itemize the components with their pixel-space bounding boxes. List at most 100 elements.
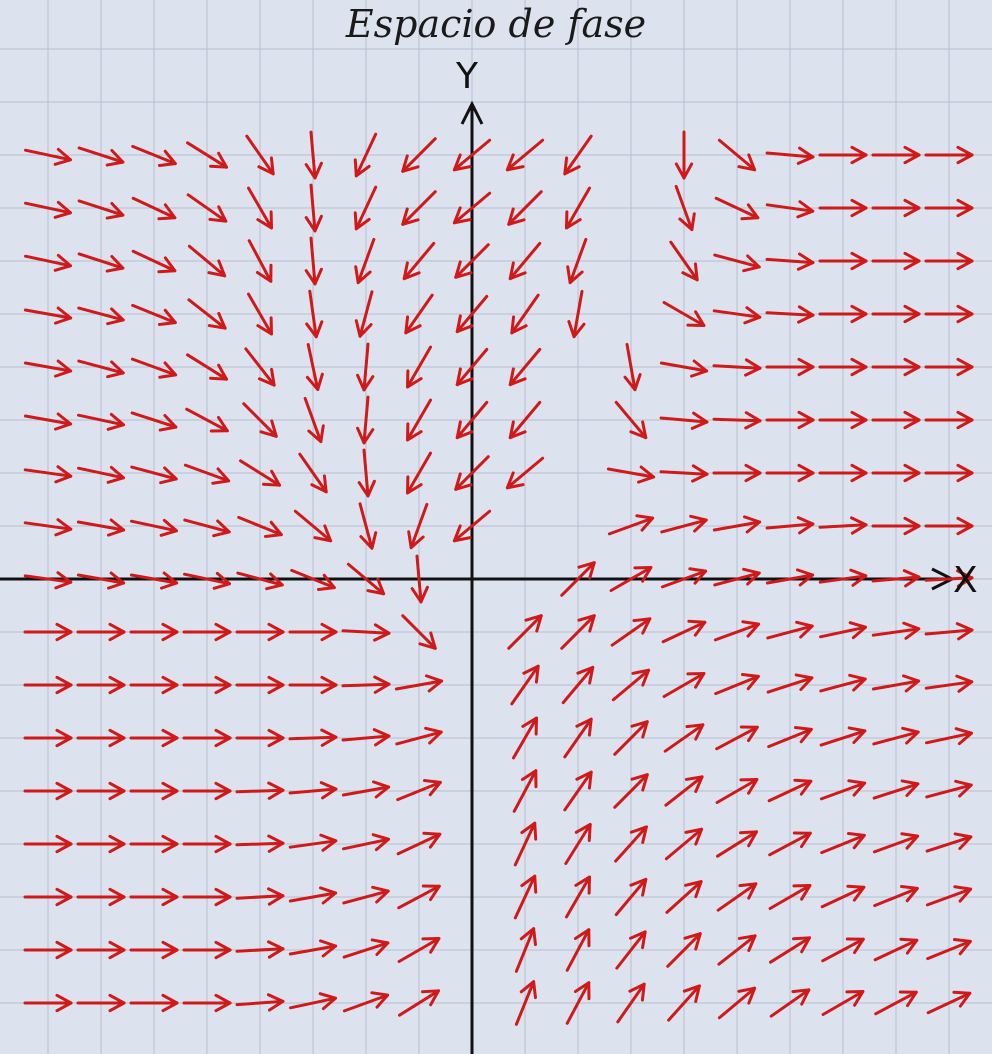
- field-arrow-head: [678, 212, 696, 232]
- field-arrow: [818, 463, 868, 483]
- field-arrow-head: [108, 622, 126, 642]
- field-arrow-head: [792, 884, 812, 901]
- field-arrow: [924, 410, 974, 430]
- field-arrow: [871, 674, 921, 693]
- field-arrow: [342, 938, 390, 959]
- field-arrow: [23, 940, 73, 960]
- field-arrow-shaft: [24, 254, 72, 268]
- field-arrow-head: [737, 986, 757, 1005]
- field-arrow-head: [452, 524, 472, 543]
- field-arrow-head: [257, 367, 276, 387]
- field-arrow-shaft: [563, 770, 593, 812]
- field-arrow: [77, 412, 125, 431]
- field-arrow-head: [207, 311, 227, 330]
- field-arrow: [715, 830, 759, 858]
- field-arrow: [185, 353, 229, 381]
- field-arrow-head: [370, 991, 390, 1009]
- field-arrow: [662, 301, 706, 327]
- field-arrow-head: [214, 834, 232, 854]
- field-arrow: [820, 832, 866, 855]
- field-arrow: [667, 984, 701, 1022]
- field-arrow: [242, 402, 278, 438]
- field-arrow-shaft: [309, 130, 317, 180]
- field-arrow-head: [796, 200, 815, 219]
- field-arrow: [610, 617, 652, 647]
- field-arrow: [674, 184, 696, 232]
- field-arrow: [396, 779, 442, 802]
- field-arrow-head: [793, 778, 813, 796]
- field-arrow-shaft: [614, 877, 648, 917]
- field-arrow: [661, 619, 707, 644]
- field-arrow-head: [635, 514, 655, 532]
- field-arrow-shaft: [289, 996, 337, 1010]
- field-arrow: [23, 412, 73, 431]
- field-arrow: [288, 728, 338, 747]
- field-arrow-shaft: [342, 993, 390, 1013]
- field-arrow-shaft: [767, 727, 813, 749]
- field-arrow: [187, 244, 227, 278]
- field-arrow-head: [256, 316, 273, 336]
- field-arrow-shaft: [235, 788, 285, 794]
- field-arrow-shaft: [765, 311, 815, 317]
- field-arrow: [659, 464, 709, 483]
- field-arrow-shaft: [768, 831, 812, 857]
- field-arrow: [924, 569, 974, 588]
- field-arrow: [288, 781, 338, 800]
- field-arrow-shaft: [342, 889, 390, 905]
- field-arrow-shaft: [712, 309, 762, 319]
- field-arrow-shaft: [298, 452, 328, 494]
- field-arrow: [187, 298, 227, 330]
- field-arrow-shaft: [609, 566, 653, 592]
- field-arrow-head: [688, 567, 708, 585]
- field-arrow-head: [208, 205, 228, 223]
- field-arrow: [288, 833, 338, 852]
- field-arrow: [247, 239, 273, 283]
- field-arrow-head: [259, 419, 278, 438]
- field-arrow: [455, 294, 489, 334]
- field-arrow-head: [956, 251, 974, 271]
- field-arrow: [23, 887, 73, 907]
- field-arrow-shaft: [666, 932, 702, 968]
- field-arrow-head: [55, 728, 73, 748]
- field-arrow-head: [795, 620, 814, 639]
- field-arrow-head: [846, 884, 866, 902]
- field-arrow: [342, 885, 390, 905]
- field-arrow: [871, 357, 921, 377]
- field-arrow-head: [797, 305, 815, 324]
- field-arrow-head: [953, 832, 973, 851]
- field-arrow-head: [53, 412, 73, 431]
- field-arrow-shaft: [768, 936, 812, 964]
- field-arrow: [818, 568, 868, 587]
- field-arrow-head: [108, 728, 126, 748]
- field-arrow-head: [455, 367, 474, 387]
- field-arrow-head: [305, 320, 324, 339]
- field-arrow: [818, 357, 868, 377]
- field-arrow-head: [956, 145, 974, 165]
- field-arrow-head: [742, 254, 761, 273]
- field-arrow: [623, 342, 642, 392]
- field-arrow-shaft: [235, 947, 285, 953]
- field-arrow-shaft: [871, 627, 921, 637]
- field-arrow-head: [454, 472, 473, 491]
- field-arrow: [662, 672, 706, 698]
- field-arrow-shaft: [625, 342, 637, 392]
- field-arrow-head: [684, 775, 704, 794]
- field-arrow-shaft: [873, 886, 919, 908]
- field-arrow-head: [356, 426, 375, 445]
- field-arrow-head: [53, 253, 72, 272]
- field-arrow-shaft: [288, 839, 338, 849]
- field-arrow-shaft: [235, 894, 285, 900]
- field-arrow-shaft: [362, 448, 370, 498]
- field-arrow-head: [508, 261, 527, 281]
- field-arrow-head: [954, 727, 973, 746]
- field-arrow-head: [674, 162, 694, 180]
- field-arrow: [715, 778, 759, 804]
- field-arrow-head: [54, 571, 73, 590]
- field-arrow-head: [209, 151, 229, 169]
- field-arrow: [304, 236, 323, 286]
- field-arrow-head: [575, 770, 593, 790]
- field-arrow-head: [954, 779, 973, 798]
- field-arrow: [674, 130, 694, 180]
- field-arrow-head: [505, 471, 525, 490]
